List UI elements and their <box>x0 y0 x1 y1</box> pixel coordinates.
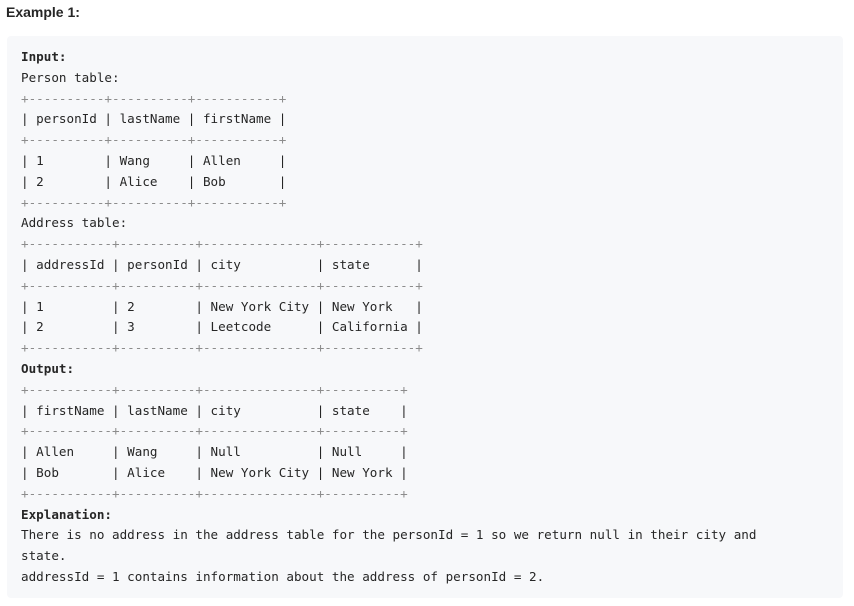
text-line: Person table: <box>21 69 120 85</box>
text-line: | 1 | 2 | New York City | New York | <box>21 298 423 314</box>
table-border-line: +-----------+----------+---------------+… <box>21 340 423 356</box>
text-line: | 2 | Alice | Bob | <box>21 173 287 189</box>
table-border-line: +-----------+----------+---------------+… <box>21 236 423 252</box>
text-line: | 1 | Wang | Allen | <box>21 152 287 168</box>
text-line: addressId = 1 contains information about… <box>21 568 545 584</box>
table-border-line: +-----------+----------+---------------+… <box>21 381 408 397</box>
text-line: | personId | lastName | firstName | <box>21 111 287 127</box>
section-label: Explanation: <box>21 506 112 522</box>
section-label: Input: <box>21 49 67 64</box>
table-border-line: +-----------+----------+---------------+… <box>21 485 408 501</box>
text-line: There is no address in the address table… <box>21 527 757 543</box>
text-line: | addressId | personId | city | state | <box>21 256 423 272</box>
example-heading: Example 1: <box>6 4 80 20</box>
text-line: | 2 | 3 | Leetcode | California | <box>21 319 423 335</box>
text-line: Address table: <box>21 215 128 231</box>
text-line: | Allen | Wang | Null | Null | <box>21 444 408 460</box>
text-line: state. <box>21 548 67 564</box>
table-border-line: +-----------+----------+---------------+… <box>21 423 408 439</box>
example-code-block: Input: Person table: +----------+---------… <box>7 36 843 598</box>
section-label: Output: <box>21 360 75 376</box>
text-line: | Bob | Alice | New York City | New York… <box>21 464 408 480</box>
table-border-line: +----------+----------+-----------+ <box>21 132 287 148</box>
table-border-line: +----------+----------+-----------+ <box>21 194 287 210</box>
text-line: | firstName | lastName | city | state | <box>21 402 408 418</box>
example-preformatted-text: Input: Person table: +----------+---------… <box>21 47 756 588</box>
table-border-line: +-----------+----------+---------------+… <box>21 277 423 293</box>
table-border-line: +----------+----------+-----------+ <box>21 90 287 106</box>
